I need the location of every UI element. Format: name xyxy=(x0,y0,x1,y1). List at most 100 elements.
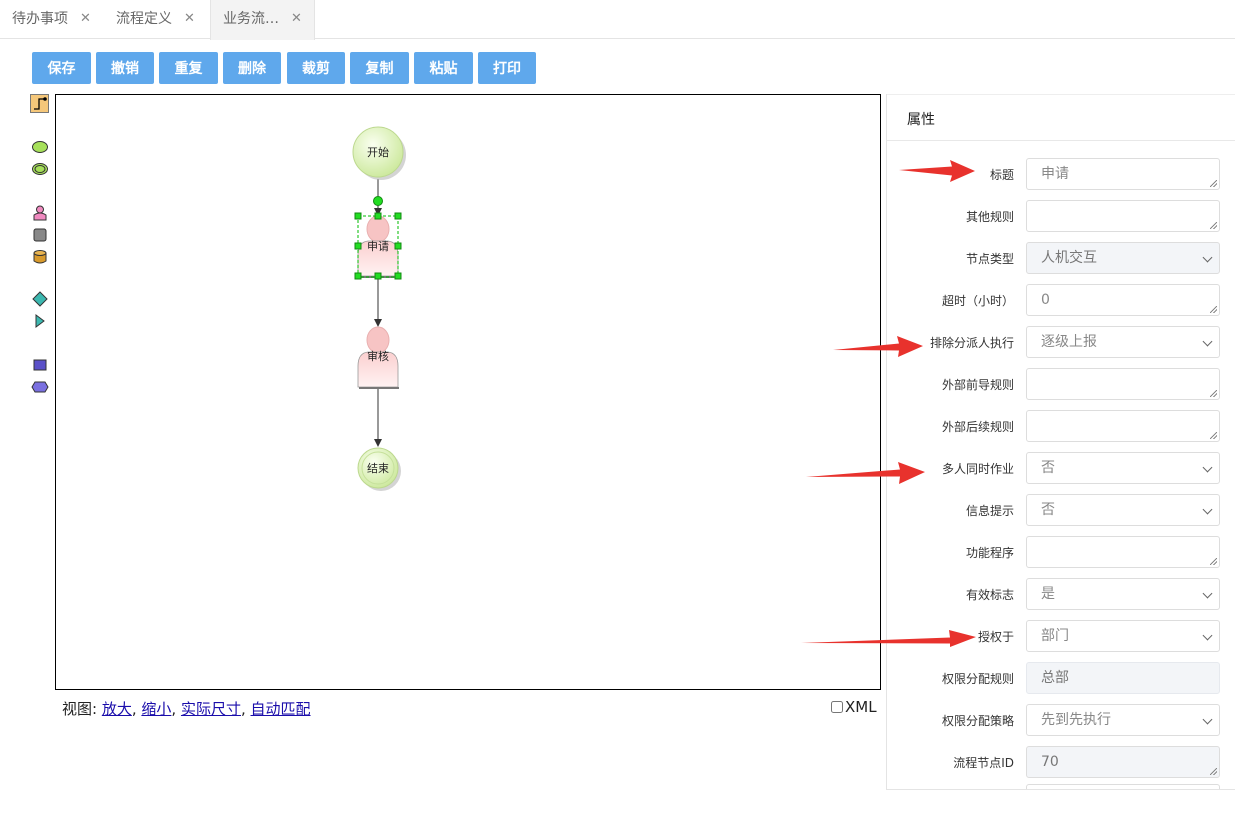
prop-row-timeout: 超时（小时） 0 xyxy=(887,284,1235,316)
properties-title: 属性 xyxy=(907,112,935,128)
prop-row-node-type: 节点类型 人机交互 xyxy=(887,242,1235,274)
shape-palette xyxy=(28,94,50,394)
view-separator: , xyxy=(240,700,251,718)
review-node-label: 审核 xyxy=(367,349,389,363)
prop-label: 其他规则 xyxy=(965,210,1014,224)
start-node-label: 开始 xyxy=(367,145,389,159)
review-node[interactable]: 审核 xyxy=(357,326,399,389)
tab-business-process[interactable]: 业务流… ✕ xyxy=(210,0,315,40)
view-separator: , xyxy=(131,700,142,718)
delete-button[interactable]: 删除 xyxy=(223,52,281,84)
xml-label: XML xyxy=(845,698,877,716)
close-icon[interactable]: ✕ xyxy=(184,11,195,26)
tab-bar: 待办事项 ✕ 流程定义 ✕ 业务流… ✕ xyxy=(0,0,1235,40)
prop-row-exclude-assignee: 排除分派人执行 逐级上报 xyxy=(887,326,1235,358)
prop-row-function-program: 功能程序 xyxy=(887,536,1235,568)
zoom-in-link[interactable]: 放大 xyxy=(101,700,132,718)
properties-panel: 属性 标题 申请 其他规则 节点类型 人机交互 超时（小时） 0 排除分派人执行… xyxy=(886,94,1235,790)
subprocess-icon[interactable] xyxy=(32,357,48,373)
auto-fit-link[interactable]: 自动匹配 xyxy=(250,700,311,718)
prop-row-node-id: 流程节点ID 70 xyxy=(887,746,1235,778)
prop-label: 功能程序 xyxy=(965,546,1014,560)
prop-label: 授权于 xyxy=(977,630,1014,644)
actual-size-link[interactable]: 实际尺寸 xyxy=(180,700,241,718)
tab-label: 流程定义 xyxy=(116,11,172,27)
tab-label: 业务流… xyxy=(223,11,279,27)
start-event-icon[interactable] xyxy=(31,140,49,154)
view-separator: , xyxy=(171,700,181,718)
close-icon[interactable]: ✕ xyxy=(80,11,91,26)
diagram-svg: 开始 申请 审核 xyxy=(352,126,406,491)
title-field[interactable]: 申请 xyxy=(1026,158,1220,190)
cut-button[interactable]: 裁剪 xyxy=(287,52,345,84)
permission-strategy-select[interactable]: 先到先执行 xyxy=(1026,704,1220,736)
undo-button[interactable]: 撤销 xyxy=(96,52,154,84)
prop-label: 超时（小时） xyxy=(941,294,1014,308)
prop-label: 权限分配规则 xyxy=(941,672,1014,686)
authorize-to-select[interactable]: 部门 xyxy=(1026,620,1220,652)
zoom-out-link[interactable]: 缩小 xyxy=(141,700,172,718)
prop-label: 信息提示 xyxy=(965,504,1014,518)
database-task-icon[interactable] xyxy=(32,249,48,265)
copy-button[interactable]: 复制 xyxy=(350,52,409,84)
prop-label: 权限分配策略 xyxy=(941,714,1014,728)
prop-label: 外部前导规则 xyxy=(941,378,1014,392)
permission-rule-field: 总部 xyxy=(1026,662,1220,694)
prop-row-other-rules: 其他规则 xyxy=(887,200,1235,232)
valid-flag-select[interactable]: 是 xyxy=(1026,578,1220,610)
timeout-field[interactable]: 0 xyxy=(1026,284,1220,316)
tab-todo[interactable]: 待办事项 ✕ xyxy=(0,0,103,39)
prop-label: 流程节点ID xyxy=(953,756,1014,770)
prop-label: 节点类型 xyxy=(965,252,1014,266)
prop-label: 外部后续规则 xyxy=(941,420,1014,434)
prop-row-external-pre-rules: 外部前导规则 xyxy=(887,368,1235,400)
prop-row-permission-strategy: 权限分配策略 先到先执行 xyxy=(887,704,1235,736)
save-button[interactable]: 保存 xyxy=(32,52,91,84)
diagram-canvas[interactable]: 开始 申请 审核 xyxy=(55,94,881,690)
user-task-icon[interactable] xyxy=(32,205,48,221)
properties-header: 属性 xyxy=(887,94,1235,141)
function-program-field[interactable] xyxy=(1026,536,1220,568)
prop-label: 标题 xyxy=(989,168,1014,182)
tab-label: 待办事项 xyxy=(12,11,68,27)
prop-row-title: 标题 申请 xyxy=(887,158,1235,190)
system-task-icon[interactable] xyxy=(32,227,48,243)
view-prefix: 视图: xyxy=(62,700,102,718)
end-event-icon[interactable] xyxy=(31,162,49,176)
prop-row-permission-rule: 权限分配规则 总部 xyxy=(887,662,1235,694)
view-links: 视图: 放大, 缩小, 实际尺寸, 自动匹配 xyxy=(62,698,311,719)
play-icon[interactable] xyxy=(33,313,47,329)
info-prompt-select[interactable]: 否 xyxy=(1026,494,1220,526)
apply-node[interactable]: 申请 xyxy=(354,196,402,280)
multi-user-select[interactable]: 否 xyxy=(1026,452,1220,484)
partial-field xyxy=(1026,784,1220,789)
exclude-assignee-select[interactable]: 逐级上报 xyxy=(1026,326,1220,358)
prop-row-info-prompt: 信息提示 否 xyxy=(887,494,1235,526)
external-post-rules-field[interactable] xyxy=(1026,410,1220,442)
prop-label: 多人同时作业 xyxy=(941,462,1014,476)
end-node-label: 结束 xyxy=(367,462,389,475)
hexagon-icon[interactable] xyxy=(31,379,49,395)
xml-toggle[interactable]: XML xyxy=(831,698,877,716)
other-rules-field[interactable] xyxy=(1026,200,1220,232)
print-button[interactable]: 打印 xyxy=(478,52,536,84)
redo-button[interactable]: 重复 xyxy=(159,52,218,84)
xml-checkbox[interactable] xyxy=(831,701,843,713)
close-icon[interactable]: ✕ xyxy=(291,11,302,26)
gateway-icon[interactable] xyxy=(31,291,49,307)
prop-label: 有效标志 xyxy=(965,588,1014,602)
apply-node-label: 申请 xyxy=(367,240,389,253)
prop-row-partial xyxy=(887,784,1235,789)
prop-row-external-post-rules: 外部后续规则 xyxy=(887,410,1235,442)
start-node[interactable]: 开始 xyxy=(352,126,406,180)
tab-process-definition[interactable]: 流程定义 ✕ xyxy=(104,0,210,39)
node-type-select: 人机交互 xyxy=(1026,242,1220,274)
external-pre-rules-field[interactable] xyxy=(1026,368,1220,400)
prop-row-valid-flag: 有效标志 是 xyxy=(887,578,1235,610)
node-id-field: 70 xyxy=(1026,746,1220,778)
prop-row-authorize-to: 授权于 部门 xyxy=(887,620,1235,652)
paste-button[interactable]: 粘贴 xyxy=(414,52,473,84)
end-node[interactable]: 结束 xyxy=(357,447,401,491)
prop-row-multi-user: 多人同时作业 否 xyxy=(887,452,1235,484)
connector-tool-icon[interactable] xyxy=(30,94,50,114)
